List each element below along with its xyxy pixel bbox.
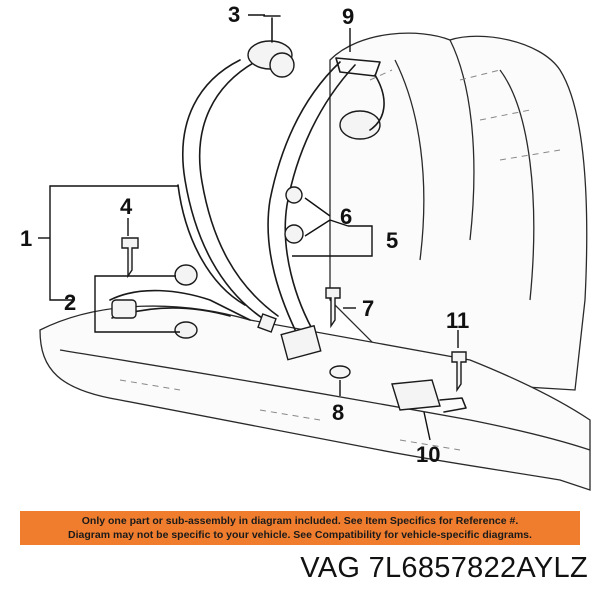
callout-9: 9	[342, 4, 354, 29]
bolts	[121, 237, 467, 393]
callout-10: 10	[416, 442, 440, 467]
belt-assembly-left	[177, 59, 279, 333]
callout-7: 7	[362, 296, 374, 321]
belt-assembly-right	[267, 57, 385, 361]
callout-8: 8	[332, 400, 344, 425]
retractor-left	[247, 15, 295, 78]
disclaimer-line-2: Diagram may not be specific to your vehi…	[68, 529, 532, 541]
callout-11: 11	[446, 308, 469, 333]
seat-belt-diagram: 1 2 3 4 5 6 7 8 9 10 11	[20, 2, 591, 491]
anchor-nuts	[284, 186, 304, 244]
callout-3: 3	[228, 2, 240, 27]
leader-lines	[38, 14, 459, 441]
part-number: VAG 7L6857822AYLZ	[300, 552, 588, 584]
disclaimer-banner: Only one part or sub-assembly in diagram…	[20, 511, 580, 545]
buckle-right	[391, 379, 467, 413]
seat-backrest	[329, 32, 588, 391]
washer	[329, 365, 351, 379]
callout-5: 5	[386, 228, 398, 253]
buckle-left	[109, 264, 251, 339]
disclaimer-line-1: Only one part or sub-assembly in diagram…	[81, 515, 519, 527]
callout-1: 1	[20, 226, 32, 251]
callout-2: 2	[64, 290, 76, 315]
callout-4: 4	[120, 194, 133, 219]
seat-cushion	[39, 305, 591, 491]
callout-6: 6	[340, 204, 352, 229]
